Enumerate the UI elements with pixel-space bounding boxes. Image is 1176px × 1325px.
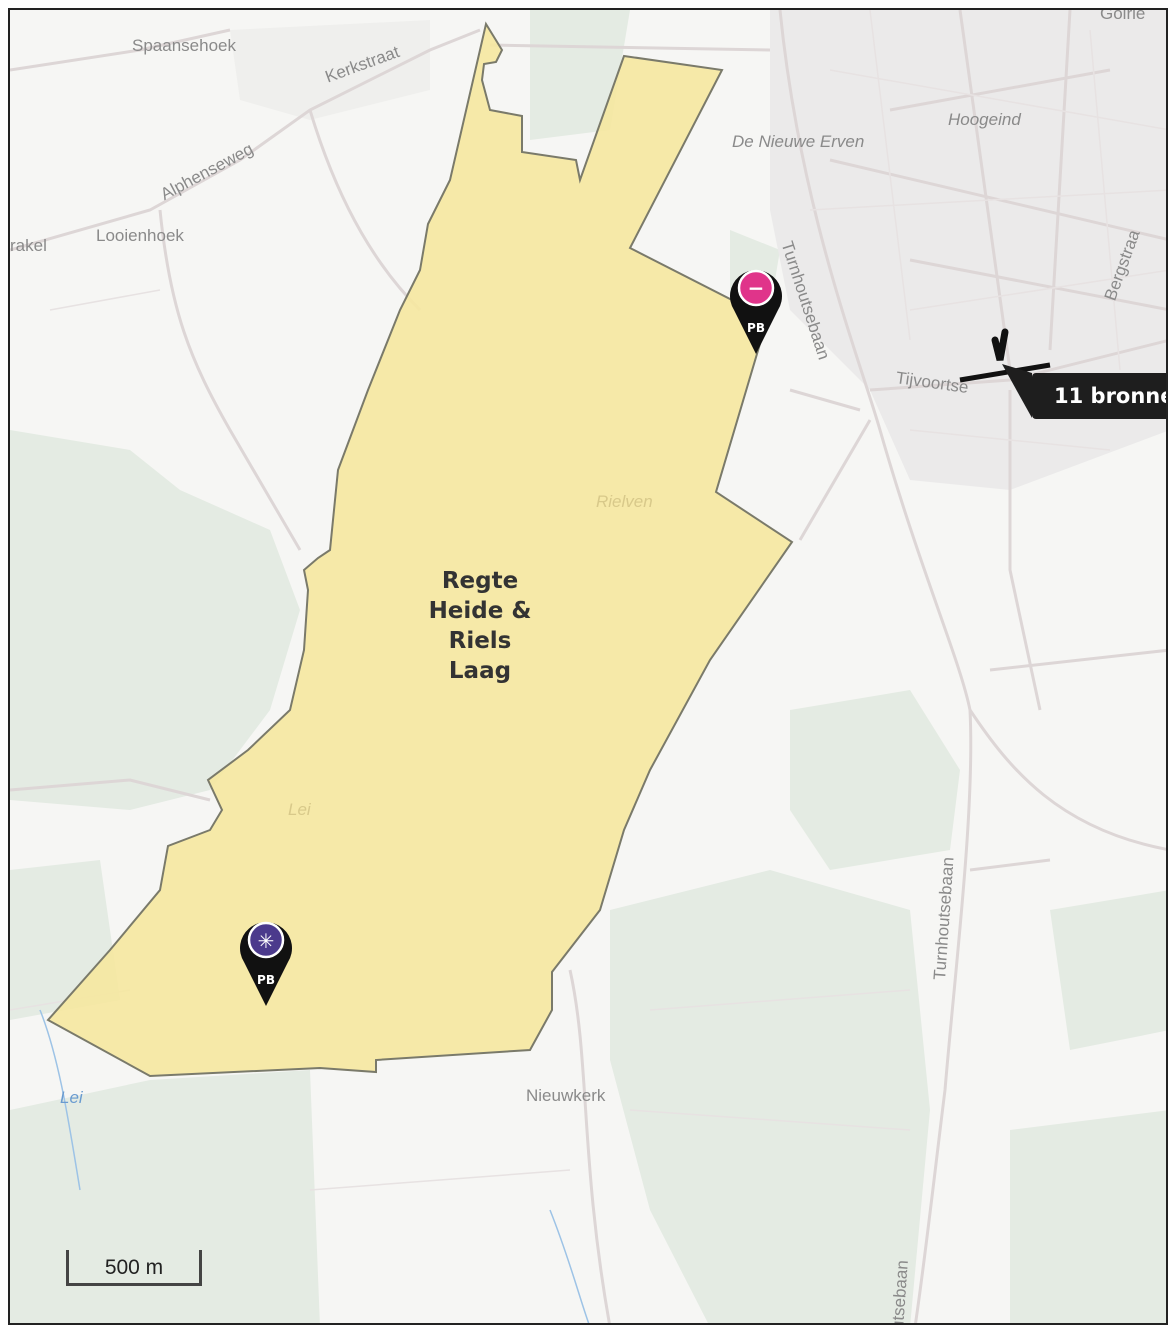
area-name-line-4: Laag	[448, 658, 512, 684]
scale-bar: 500 m	[66, 1250, 202, 1286]
forest-areas	[10, 10, 1166, 1323]
label-hoogeind: Hoogeind	[948, 110, 1021, 129]
label-rakel: rakel	[10, 236, 47, 255]
label-rielven: Rielven	[596, 492, 653, 511]
label-lei-inner: Lei	[288, 800, 311, 819]
label-spaansehoek: Spaansehoek	[132, 36, 236, 55]
marker-label: PB	[747, 321, 765, 335]
label-lei-water: Lei	[60, 1088, 83, 1107]
urban-area	[230, 10, 1166, 490]
area-name-line-1: Regte	[441, 568, 519, 594]
waterways	[39, 1009, 590, 1323]
area-name-line-3: Riels	[448, 628, 512, 654]
area-polygon[interactable]	[46, 21, 794, 1078]
pb-marker-purple[interactable]: ✳ PB	[240, 921, 292, 1006]
area-name-line-2: Heide &	[428, 598, 532, 624]
label-looienhoek: Looienhoek	[96, 226, 184, 245]
map-canvas[interactable]: − PB ✳ PB	[10, 10, 1168, 1325]
area-name-label: Regte Heide & Riels Laag	[400, 566, 560, 686]
cluster-callout[interactable]: 11 bronne	[1032, 373, 1166, 419]
label-goirle: Goirle	[1100, 8, 1146, 23]
label-de-nieuwe-erven: De Nieuwe Erven	[732, 132, 865, 151]
map-frame[interactable]: − PB ✳ PB Spaansehoek Kerkstraat Alphens…	[8, 8, 1168, 1325]
cluster-line	[959, 328, 1051, 418]
road-network	[10, 10, 1166, 1323]
marker-label: PB	[257, 973, 275, 987]
marker-symbol: −	[748, 276, 765, 300]
scale-bar-label: 500 m	[104, 1256, 164, 1279]
marker-symbol: ✳	[258, 929, 275, 953]
minor-roads	[10, 10, 1166, 1191]
label-nieuwkerk: Nieuwkerk	[526, 1086, 606, 1105]
pb-marker-pink[interactable]: − PB	[730, 269, 782, 354]
